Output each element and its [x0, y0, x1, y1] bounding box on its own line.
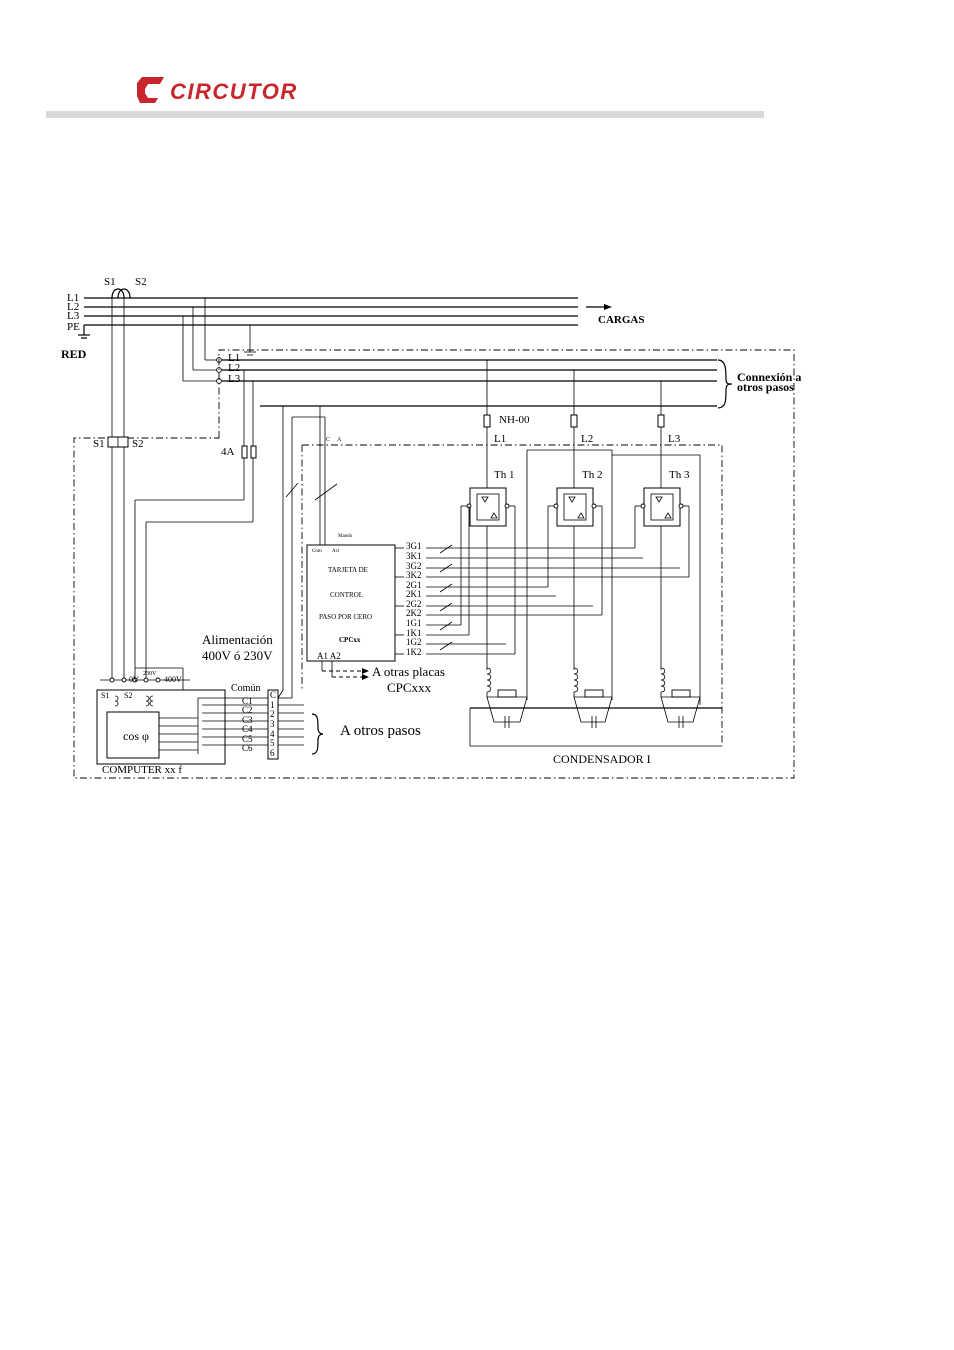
ct-s2-label: S2	[135, 276, 147, 288]
circutor-logo-icon	[137, 77, 164, 103]
other-steps-connection-line2: otros pasos	[737, 380, 794, 394]
card-mando-label: Mando	[338, 534, 353, 539]
card-title-line3: PASO POR CERO	[319, 613, 372, 621]
card-terminal: 2G1	[406, 580, 422, 590]
capacitor-label: CONDENSADOR I	[553, 752, 651, 766]
card-terminals: 3G1 3K1 3G2 3K2 2G1 2K1 2G2 2K2 1G1 1K1 …	[395, 541, 453, 657]
local-bus	[182, 298, 733, 409]
ct-box-s1-label: S1	[93, 438, 105, 450]
ct-box-s2-label: S2	[132, 438, 144, 450]
nh-fuse-label: NH-00	[499, 414, 530, 426]
fuse-label: 4A	[221, 446, 235, 458]
capacitor-step	[469, 667, 722, 747]
thyristor-label-1: Th 1	[494, 469, 514, 481]
card-a1a2-label: A1 A2	[317, 651, 341, 661]
other-boards-line2: CPCxxx	[387, 680, 432, 695]
card-top-c-label: C	[326, 437, 330, 443]
thyristor-module-1	[461, 487, 515, 670]
card-terminal: 2K2	[406, 608, 422, 618]
bus-label-l3: L3	[67, 310, 80, 322]
thyristor-label-2: Th 2	[582, 469, 602, 481]
phase-label-l3: L3	[668, 433, 681, 445]
card-terminal: 1G1	[406, 618, 422, 628]
card-terminal: 3G2	[406, 561, 422, 571]
other-steps-connection-line1: Connexión a	[737, 370, 801, 384]
phase-label-l2: L2	[581, 433, 593, 445]
computer-output: C6	[242, 743, 253, 753]
circutor-logo: CIRCUTOR	[136, 74, 306, 111]
terminal-number: 1	[270, 700, 275, 710]
terminal-number: 2	[270, 709, 275, 719]
computer-terminal-0v: 0V	[129, 675, 139, 684]
local-label-l2: L2	[228, 362, 240, 374]
supply-line2: 400V ó 230V	[202, 648, 273, 663]
gate-wires	[426, 506, 690, 655]
card-title-line1: TARJETA DE	[328, 566, 368, 574]
ct-s1-label: S1	[104, 276, 116, 288]
computer-output: C2	[242, 705, 253, 715]
supply-line1: Alimentación	[202, 632, 273, 647]
card-terminal: 3K2	[406, 570, 422, 580]
computer-output: C5	[242, 734, 253, 744]
card-act-label: Act	[332, 549, 340, 554]
computer-output: C1	[242, 696, 253, 706]
card-top-a-label: A	[337, 437, 342, 443]
card-terminal: 3G1	[406, 541, 422, 551]
card-title-line2: CONTROL	[330, 591, 363, 599]
phase-label-l1: L1	[494, 433, 506, 445]
header-divider	[46, 111, 764, 118]
thyristor-module-2	[548, 487, 602, 670]
loads-label: CARGAS	[598, 314, 644, 326]
card-terminal: 2G2	[406, 599, 422, 609]
main-bus	[78, 288, 612, 339]
computer-terminal-s2: S2	[124, 691, 132, 700]
control-card-box	[306, 544, 396, 662]
card-terminal: 1K2	[406, 647, 422, 657]
card-model-label: CPCxx	[339, 636, 361, 644]
thyristor-label-3: Th 3	[669, 469, 690, 481]
card-terminal: 2K1	[406, 589, 422, 599]
computer-terminal-400v: 400V	[164, 675, 182, 684]
terminal-number: 3	[270, 719, 275, 729]
card-terminal: 1G2	[406, 637, 422, 647]
card-com-label: Com	[312, 549, 322, 554]
other-boards-line1: A otras placas	[372, 664, 445, 679]
svg-text:CIRCUTOR: CIRCUTOR	[170, 79, 298, 104]
local-label-l3: L3	[228, 373, 241, 385]
cos-phi-label: cos φ	[123, 729, 149, 743]
computer-output: C3	[242, 715, 253, 725]
nh-fuses	[483, 360, 665, 488]
enclosures	[73, 349, 795, 779]
computer-terminal-230v: 230V	[143, 671, 157, 677]
terminal-number: 5	[270, 738, 275, 748]
card-terminal: 1K1	[406, 628, 422, 638]
card-terminal: 3K1	[406, 551, 422, 561]
thyristor-module-3	[635, 487, 689, 670]
network-label: RED	[61, 347, 87, 361]
computer-name-label: COMPUTER xx f	[102, 764, 182, 776]
computer-common-label: Común	[231, 683, 260, 694]
terminal-number: 6	[270, 748, 275, 758]
terminal-number: C	[270, 690, 276, 700]
other-steps-label: A otros pasos	[340, 723, 421, 739]
computer-output: C4	[242, 724, 253, 734]
computer-relay	[96, 667, 324, 765]
terminal-number: 4	[270, 729, 275, 739]
bus-label-l2: L2	[67, 301, 79, 313]
bus-label-l1: L1	[67, 292, 79, 304]
computer-terminal-s1: S1	[101, 691, 109, 700]
local-label-l1: L1	[228, 352, 240, 364]
bus-label-pe: PE	[67, 321, 80, 333]
